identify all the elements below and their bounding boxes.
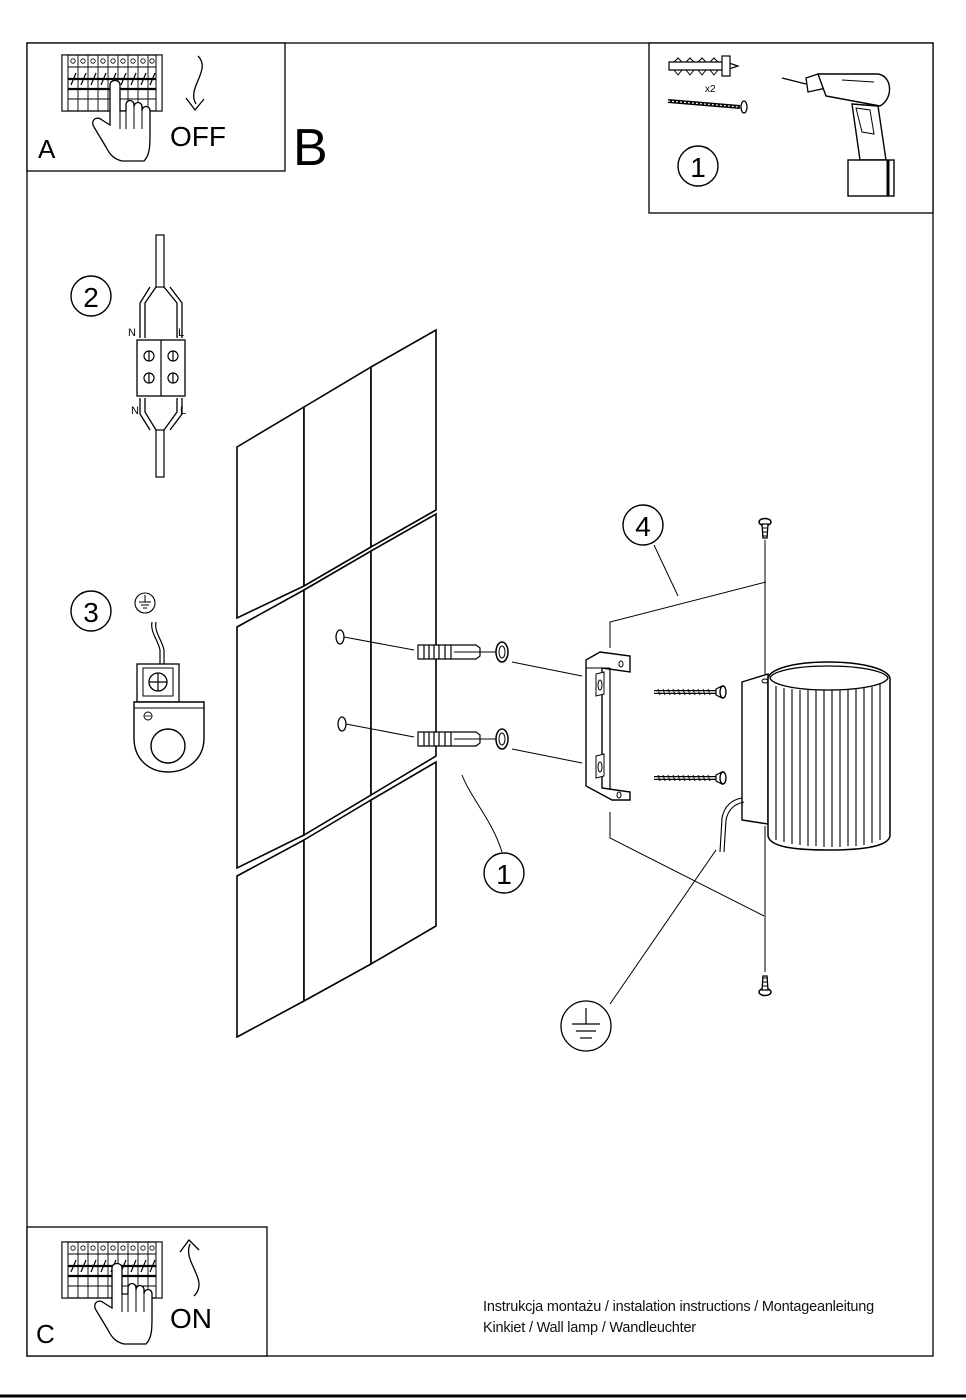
bracket-screw-upper	[652, 684, 728, 700]
step-1-kit-number: 1	[690, 152, 706, 183]
panel-c-letter: C	[36, 1319, 55, 1349]
step-4-badge	[622, 504, 664, 546]
step-1-kit-badge	[677, 145, 719, 187]
wall-tiles	[236, 328, 437, 1039]
arrow-down-icon	[193, 55, 203, 105]
terminal-label-l-bottom: L	[180, 405, 186, 417]
step-2-badge	[70, 275, 112, 317]
guide-lines	[343, 636, 583, 764]
ground-symbol-small-icon	[134, 592, 156, 614]
ground-lead	[560, 849, 717, 1052]
screw-icon	[667, 99, 748, 114]
quantity-label: x2	[705, 84, 716, 95]
drill-icon	[781, 73, 895, 197]
step-3-number: 3	[83, 597, 99, 628]
panel-c: C ON	[26, 1226, 268, 1357]
bracket-screw-lower	[652, 770, 728, 786]
ground-symbol-icon	[560, 1000, 612, 1052]
panel-a-state: OFF	[170, 121, 226, 152]
mounting-bracket	[585, 651, 631, 801]
panel-a-letter: A	[38, 134, 56, 164]
panel-b-letter: B	[293, 119, 328, 177]
top-cap-screw	[758, 517, 772, 539]
panel-c-state: ON	[170, 1303, 212, 1334]
bottom-cap-screw	[758, 975, 772, 997]
step-1-badge	[483, 852, 525, 894]
arrow-up-icon	[187, 1243, 200, 1297]
step-2-number: 2	[83, 282, 99, 313]
wall-lamp-icon	[719, 661, 891, 853]
step-3-ground: 3	[70, 590, 205, 773]
step-4-callout: 4	[609, 504, 767, 972]
step-1-number: 1	[496, 859, 512, 890]
panel-a: A OFF	[26, 42, 286, 172]
step-3-badge	[70, 590, 112, 632]
step-4-number: 4	[635, 511, 651, 542]
step-1-callout: 1	[461, 774, 525, 894]
wall-plug-icon	[668, 55, 740, 77]
terminal-block-icon	[136, 339, 186, 397]
caption-line-1: Instrukcja montażu / instalation instruc…	[483, 1299, 875, 1315]
drill-holes	[335, 629, 347, 732]
wall-plug-lower	[417, 728, 509, 750]
terminal-label-l-top: L	[178, 327, 184, 339]
caption-line-2: Kinkiet / Wall lamp / Wandleuchter	[483, 1320, 696, 1336]
panel-drill-kit: x2 1	[648, 42, 934, 214]
terminal-label-n-top: N	[128, 327, 136, 339]
wall-plug-upper	[417, 641, 509, 663]
step-2-wiring: 2 N L N L	[70, 234, 186, 478]
outer-frame	[26, 42, 934, 1357]
terminal-label-n-bottom: N	[131, 405, 139, 417]
